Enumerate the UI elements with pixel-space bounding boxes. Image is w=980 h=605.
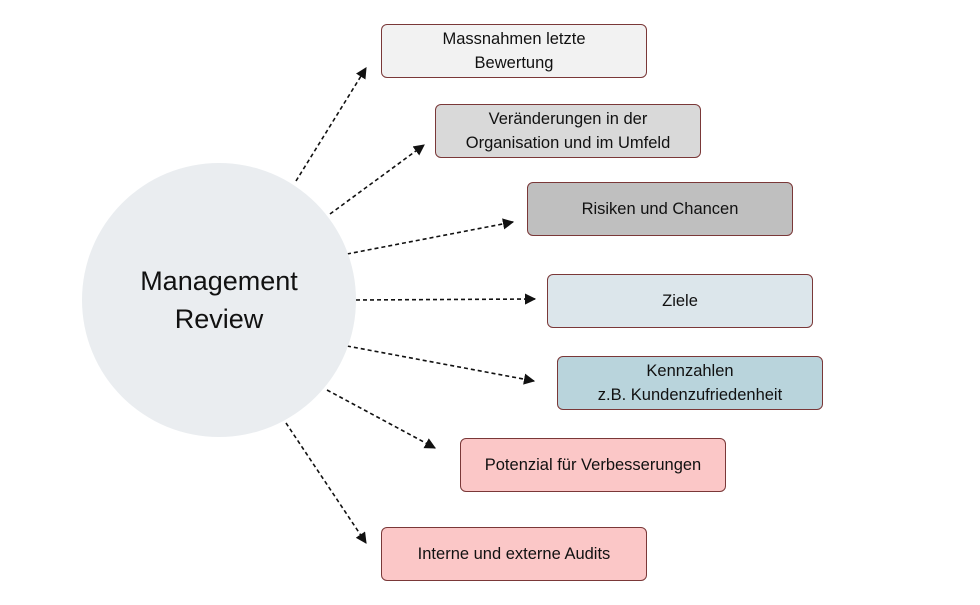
box-kennzahlen: Kennzahlen z.B. Kundenzufriedenheit [557, 356, 823, 410]
management-review-label: Management Review [140, 266, 298, 334]
management-review-circle: Management Review [82, 163, 356, 437]
arrow-to-ziele [355, 293, 537, 305]
arrow-to-risiken [346, 218, 515, 255]
arrow-to-audits [285, 422, 367, 544]
box-veraenderungen: Veränderungen in der Organisation und im… [435, 104, 701, 158]
box-massnahmen-letzte-bewertung: Massnahmen letzte Bewertung [381, 24, 647, 78]
box-interne-und-externe-audits: Interne und externe Audits [381, 527, 647, 581]
arrow-to-massnahmen [295, 67, 367, 182]
arrow-to-potenzial [326, 389, 436, 449]
arrow-to-kennzahlen [346, 345, 536, 385]
box-ziele: Ziele [547, 274, 813, 328]
arrow-to-veraenderungen [329, 144, 425, 215]
box-potenzial-fuer-verbesserungen: Potenzial für Verbesserungen [460, 438, 726, 492]
box-risiken-und-chancen: Risiken und Chancen [527, 182, 793, 236]
